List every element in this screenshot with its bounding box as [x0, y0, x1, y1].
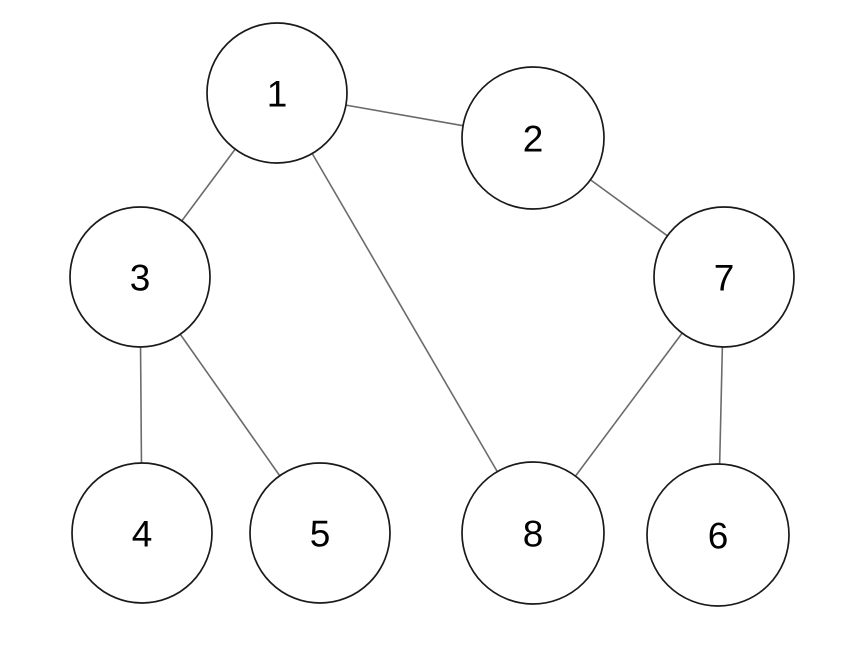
- graph-node-label-8: 8: [523, 514, 544, 555]
- graph-node-label-4: 4: [132, 514, 153, 555]
- graph-node-circle-6[interactable]: [646, 463, 790, 607]
- graph-edge-1-3: [181, 148, 236, 222]
- graph-edge-1-2: [345, 104, 464, 127]
- graph-node-label-5: 5: [310, 514, 331, 555]
- graph-edge-3-5: [179, 333, 281, 477]
- graph-edge-3-4: [139, 346, 143, 464]
- graph-node-label-7: 7: [714, 258, 735, 299]
- graph-edge-2-7: [589, 179, 668, 237]
- node-layer: 1 2 3 4 5 6 7 8: [69, 22, 795, 607]
- graph-node-label-2: 2: [523, 119, 544, 160]
- graph-edge-1-8: [311, 153, 498, 473]
- graph-node-5[interactable]: 5: [249, 462, 391, 604]
- graph-edge-7-6: [718, 346, 724, 465]
- graph-node-8[interactable]: 8: [461, 461, 605, 605]
- graph-edge-7-8: [574, 332, 683, 477]
- graph-node-4[interactable]: 4: [71, 462, 213, 604]
- graph-node-circle-2[interactable]: [461, 66, 605, 210]
- graph-node-6[interactable]: 6: [646, 463, 790, 607]
- graph-node-label-6: 6: [708, 516, 729, 557]
- graph-node-2[interactable]: 2: [461, 66, 605, 210]
- graph-node-circle-5[interactable]: [249, 462, 391, 604]
- edge-layer: [139, 104, 724, 477]
- graph-node-circle-4[interactable]: [71, 462, 213, 604]
- graph-node-7[interactable]: 7: [653, 206, 795, 348]
- graph-node-3[interactable]: 3: [69, 206, 211, 348]
- graph-node-1[interactable]: 1: [206, 22, 348, 164]
- graph-node-circle-1[interactable]: [206, 22, 348, 164]
- graph-node-circle-3[interactable]: [69, 206, 211, 348]
- graph-node-label-3: 3: [130, 258, 151, 299]
- graph-node-circle-7[interactable]: [653, 206, 795, 348]
- graph-node-circle-8[interactable]: [461, 461, 605, 605]
- graph-node-label-1: 1: [267, 74, 288, 115]
